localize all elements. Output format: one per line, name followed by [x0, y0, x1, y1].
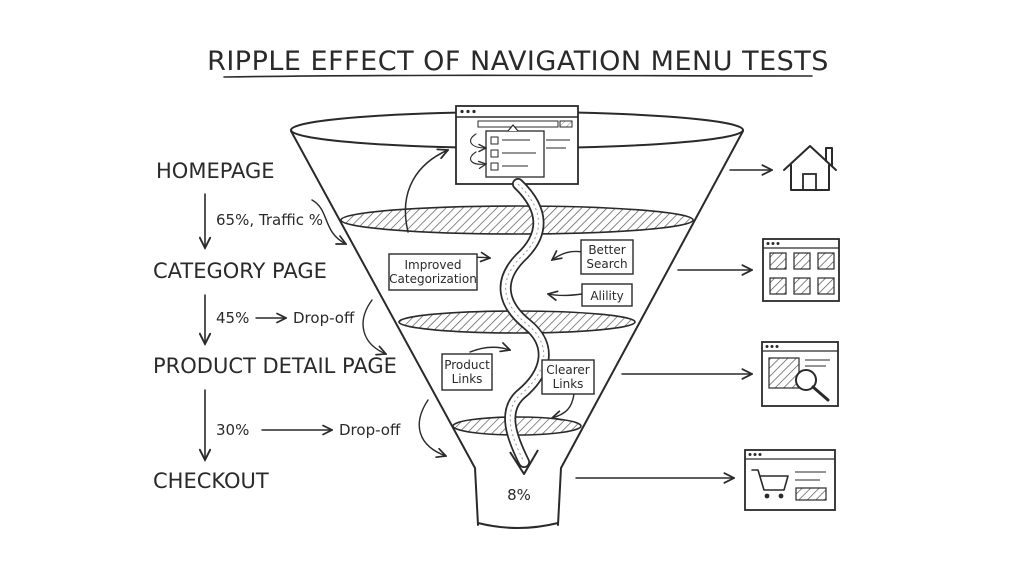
box-ability: Alility — [581, 283, 633, 307]
arrow-clearer-links-to-flow — [552, 393, 575, 418]
funnel-spout-bottom — [477, 522, 559, 529]
metric-value-3: 30% — [216, 421, 249, 439]
svg-text:Alility: Alility — [590, 289, 623, 303]
funnel-bottom-value: 8% — [507, 486, 531, 504]
metric-traffic: 65%, Traffic % — [216, 211, 323, 229]
return-arrow-to-browser — [404, 150, 448, 233]
metric-note-2: Drop-off — [293, 309, 355, 327]
arrow-dropoff-2-to-funnel — [362, 299, 386, 354]
svg-text:Clearer: Clearer — [546, 363, 590, 377]
svg-text:Better: Better — [588, 243, 625, 257]
checkout-cart-icon — [744, 449, 836, 511]
svg-text:Search: Search — [586, 257, 627, 271]
stage-category-page: CATEGORY PAGE — [153, 259, 327, 283]
funnel-right-side — [557, 130, 744, 526]
category-grid-icon — [762, 238, 840, 302]
svg-text:Categorization: Categorization — [389, 272, 477, 286]
wavy-flow-arrow — [499, 178, 550, 475]
metric-value-2: 45% — [216, 309, 249, 327]
arrow-traffic-to-funnel — [311, 199, 346, 244]
arrow-better-search-to-flow — [552, 251, 583, 260]
svg-text:Product: Product — [444, 358, 490, 372]
box-improved-categorization: Improved Categorization — [388, 253, 478, 291]
box-product-links: Product Links — [441, 353, 493, 391]
stage-homepage: HOMEPAGE — [156, 159, 275, 183]
arrow-ability-to-flow — [548, 294, 583, 296]
arrow-product-links-to-flow — [469, 347, 510, 353]
funnel-layer-category — [340, 205, 694, 235]
svg-text:Links: Links — [553, 377, 584, 391]
box-better-search: Better Search — [580, 239, 634, 275]
home-icon — [783, 145, 837, 191]
svg-text:Improved: Improved — [405, 258, 462, 272]
metric-note-3: Drop-off — [339, 421, 401, 439]
product-search-icon — [761, 341, 839, 407]
stage-product-detail-page: PRODUCT DETAIL PAGE — [153, 354, 397, 378]
browser-window-icon — [455, 105, 579, 185]
funnel-left-side — [290, 130, 479, 526]
arrow-dropoff-3-to-funnel — [418, 399, 446, 456]
box-clearer-links: Clearer Links — [541, 359, 595, 395]
diagram-title: RIPPLE EFFECT OF NAVIGATION MENU TESTS — [207, 46, 829, 77]
stage-checkout: CHECKOUT — [153, 469, 269, 493]
svg-text:Links: Links — [452, 372, 483, 386]
title-underline — [223, 74, 813, 78]
